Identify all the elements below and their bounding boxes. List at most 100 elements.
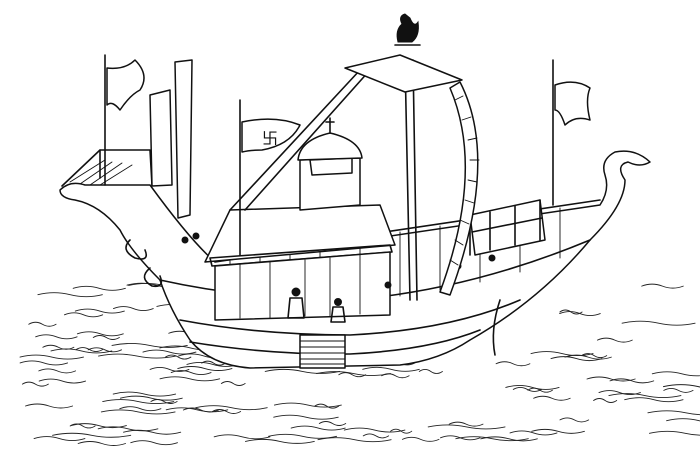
wave-stroke [666, 418, 700, 422]
wave-stroke [641, 283, 684, 289]
wave-stroke [316, 371, 392, 376]
wave-stroke [593, 398, 618, 403]
wave-stroke [111, 342, 188, 348]
wave-stroke [165, 407, 229, 413]
wave-stroke [119, 406, 162, 412]
wave-stroke [362, 366, 420, 372]
wave-stroke [19, 360, 69, 366]
wave-stroke [201, 360, 227, 366]
wave-stroke [624, 397, 684, 403]
wave-stroke [42, 344, 75, 350]
wave-stroke [663, 387, 694, 393]
wave-stroke [648, 430, 700, 436]
wave-stroke [609, 378, 655, 384]
wave-stroke [581, 353, 608, 359]
wave-stroke [25, 403, 74, 409]
bow-platform [469, 199, 546, 256]
wave-stroke [97, 426, 159, 432]
wave-stroke [362, 433, 390, 439]
wave-stroke [37, 292, 103, 298]
wave-stroke [550, 356, 603, 362]
wave-stroke [273, 402, 342, 408]
wave-stroke [621, 320, 696, 326]
wave-stroke [76, 331, 124, 337]
wave-stroke [112, 391, 177, 397]
wave-stroke [123, 429, 182, 435]
wave-stroke [290, 425, 346, 431]
wave-stroke [72, 285, 126, 291]
wave-stroke [427, 424, 506, 430]
wave-stroke [596, 337, 633, 343]
sea-waves [19, 282, 700, 446]
wave-stroke [390, 428, 413, 434]
wave-stroke [100, 409, 176, 415]
wave-stroke [74, 308, 125, 314]
masts-and-sail [229, 13, 480, 301]
wave-stroke [512, 387, 542, 392]
wave-stroke [77, 441, 126, 446]
wave-stroke [165, 354, 192, 360]
wave-stroke [651, 371, 700, 377]
wave-stroke [142, 349, 197, 355]
wave-stroke [244, 438, 315, 444]
wave-stroke [21, 381, 49, 387]
wave-stroke [381, 373, 410, 379]
wave-stroke [509, 430, 558, 436]
wave-stroke [92, 335, 120, 340]
wave-stroke [186, 362, 240, 367]
wave-stroke [531, 428, 585, 434]
wave-stroke [149, 366, 190, 372]
wave-stroke [113, 306, 154, 311]
wave-stroke [211, 409, 242, 414]
wave-stroke [608, 393, 682, 398]
wave-stroke [150, 399, 178, 404]
wave-stroke [177, 366, 233, 371]
wave-stroke [455, 436, 529, 442]
flag-emblem: 卐 [262, 129, 278, 148]
wave-stroke [102, 399, 175, 405]
wave-stroke [495, 361, 531, 367]
wave-stroke [35, 334, 78, 340]
wave-stroke [559, 417, 590, 423]
wave-stroke [343, 427, 406, 433]
wave-stroke [52, 432, 132, 438]
wave-stroke [119, 395, 183, 401]
wave-stroke [87, 347, 122, 353]
wave-stroke [317, 437, 392, 443]
pavilion [297, 117, 363, 211]
wave-stroke [480, 436, 538, 442]
wave-stroke [220, 381, 246, 386]
wave-stroke [338, 372, 367, 378]
wave-stroke [28, 321, 57, 327]
flags: 卐 [104, 54, 591, 256]
wave-stroke [314, 403, 340, 409]
wave-stroke [268, 433, 338, 439]
wave-stroke [19, 354, 84, 360]
wave-stroke [38, 368, 77, 374]
wave-stroke [448, 421, 484, 427]
wave-stroke [418, 369, 443, 374]
wave-stroke [647, 410, 700, 416]
wave-stroke [530, 351, 594, 357]
wave-stroke [264, 368, 340, 374]
wave-stroke [213, 434, 271, 440]
wave-stroke [33, 436, 86, 441]
wave-stroke [505, 384, 560, 390]
wave-stroke [98, 353, 177, 359]
wave-stroke [195, 405, 268, 411]
wave-stroke [533, 395, 571, 401]
wave-stroke [401, 436, 440, 442]
cabin [181, 204, 496, 323]
wave-stroke [273, 414, 339, 420]
wave-stroke [69, 423, 96, 429]
wave-stroke [159, 376, 221, 382]
wave-stroke [559, 311, 601, 316]
wave-stroke [318, 421, 347, 426]
wave-stroke [50, 348, 113, 354]
wave-stroke [586, 376, 636, 382]
wave-stroke [663, 384, 700, 388]
wave-stroke [63, 312, 104, 318]
wave-stroke [38, 378, 86, 384]
